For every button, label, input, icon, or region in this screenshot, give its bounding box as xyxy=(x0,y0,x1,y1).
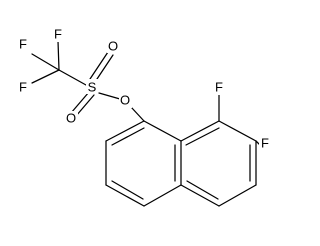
atom-s-label: S xyxy=(88,80,97,95)
bond-c1-c8a xyxy=(143,120,182,142)
bond-c5-c4a xyxy=(180,184,220,207)
bonds xyxy=(31,40,263,207)
bond-c8-c7 xyxy=(218,120,257,142)
bond-c-s xyxy=(58,69,87,86)
bond-cf3-f-top xyxy=(57,40,60,71)
bond-c8a-c8 xyxy=(180,120,220,142)
atom-f-left-label: F xyxy=(19,37,27,52)
atom-f-ring-right: F xyxy=(259,136,271,151)
atom-o-upper-label: O xyxy=(108,39,118,54)
bond-c4a-c4 xyxy=(143,184,182,207)
bond-c4-c3 xyxy=(105,184,145,207)
atom-f-ring-top: F xyxy=(213,80,225,95)
bond-cf3-f-lower xyxy=(31,69,60,84)
atom-f-lower-label: F xyxy=(19,80,27,95)
atom-f-ring-top-label: F xyxy=(215,80,223,95)
atom-o-ester-label: O xyxy=(120,93,130,108)
atom-o-ester: O xyxy=(119,93,132,108)
atom-o-upper: O xyxy=(107,38,120,54)
bond-c8a-c8-inner xyxy=(185,127,220,146)
bond-c4-c3-inner xyxy=(111,180,144,200)
atom-f-ring-right-label: F xyxy=(261,136,269,151)
bond-s-o-lower-a xyxy=(70,91,90,114)
bond-s-o-lower-b xyxy=(75,94,95,117)
atom-f-top: F xyxy=(52,27,64,42)
bond-c2-c1-inner xyxy=(111,127,145,146)
atom-o-lower: O xyxy=(65,111,78,126)
atom-labels: F F F S O O O F xyxy=(17,27,271,151)
bond-o-ring xyxy=(130,106,145,122)
bond-c5-c4a-inner xyxy=(186,180,219,200)
atom-o-lower-label: O xyxy=(66,111,76,126)
atom-f-left: F xyxy=(17,37,29,52)
structure-diagram: F F F S O O O F xyxy=(17,26,271,207)
atom-f-lower: F xyxy=(17,80,29,95)
bond-s-o-ester xyxy=(98,92,121,100)
bond-cf3-f-left xyxy=(31,53,60,71)
atom-s: S xyxy=(86,79,98,95)
bond-c6-c5 xyxy=(218,184,257,207)
bond-c2-c1 xyxy=(105,120,145,142)
atom-f-top-label: F xyxy=(54,27,62,42)
bond-s-o-upper-b xyxy=(94,54,114,83)
bond-s-o-upper-a xyxy=(89,51,109,80)
